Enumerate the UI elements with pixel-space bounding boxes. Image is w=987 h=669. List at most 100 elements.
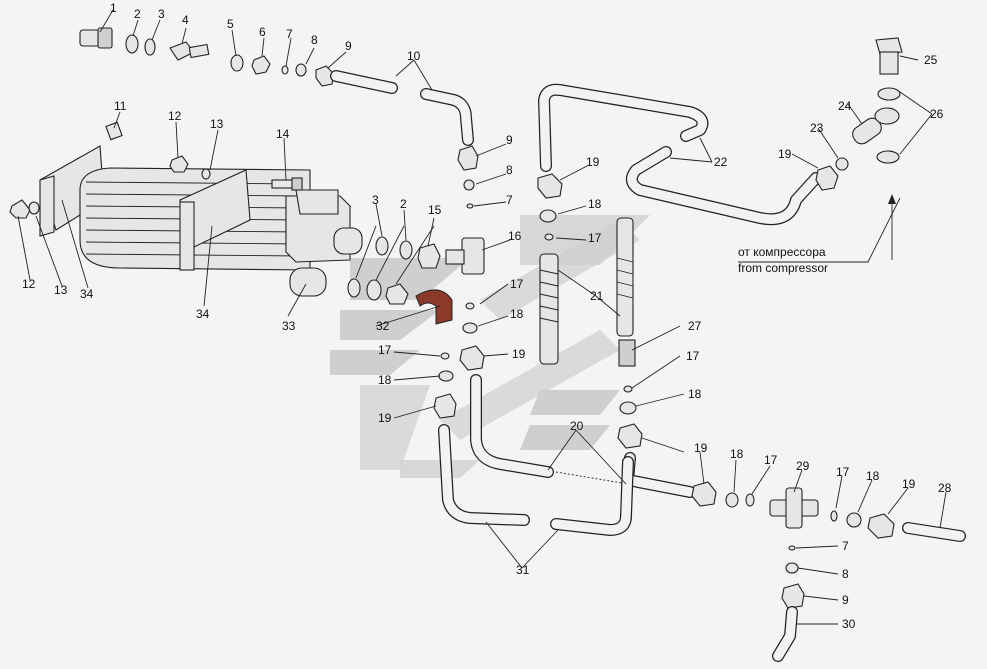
callout-18-left-b: 18 — [510, 307, 524, 321]
callout-18-bottom: 18 — [730, 447, 744, 461]
part-16-tee — [445, 237, 485, 275]
callout-5: 5 — [227, 17, 234, 31]
part-30-pipe — [772, 606, 798, 662]
callout-19-left: 19 — [378, 411, 392, 425]
part-19-nut-center — [537, 173, 563, 199]
part-7-ring-bottom — [788, 545, 796, 551]
part-10-pipe — [330, 70, 474, 146]
part-13-washer-top — [201, 168, 211, 180]
part-17-ring-right — [623, 385, 633, 393]
callout-8-b: 8 — [506, 163, 513, 177]
part-24-banjo — [852, 107, 900, 145]
part-2-ring-mid — [399, 240, 413, 260]
callout-4: 4 — [182, 13, 189, 27]
callout-14: 14 — [276, 127, 290, 141]
callout-26: 26 — [930, 107, 944, 121]
part-23-sleeve — [835, 157, 849, 171]
callout-3-mid: 3 — [372, 193, 379, 207]
callout-31: 31 — [516, 563, 530, 577]
part-7b-ring — [466, 203, 474, 209]
part-29-tee — [769, 487, 819, 529]
part-15-nut-b — [385, 283, 409, 305]
leader-lines — [17, 9, 947, 625]
part-19-nut-left-b — [459, 345, 485, 371]
callout-8-bottom: 8 — [842, 567, 849, 581]
callout-9-bottom: 9 — [842, 593, 849, 607]
part-19-nut-right — [617, 423, 643, 449]
callout-18-center: 18 — [588, 197, 602, 211]
part-26-washer-b — [876, 150, 900, 164]
part-8-sleeve-bottom — [785, 562, 799, 574]
part-12-nut-left — [9, 199, 31, 219]
callout-34-left: 34 — [80, 287, 94, 301]
callout-13-left: 13 — [54, 283, 68, 297]
part-4-bolt — [169, 41, 210, 61]
callout-7: 7 — [286, 27, 293, 41]
callout-17-right: 17 — [686, 349, 700, 363]
part-17-ring-left — [440, 352, 450, 360]
callout-12-top: 12 — [168, 109, 182, 123]
callout-17-center: 17 — [588, 231, 602, 245]
part-26-washer-a — [877, 87, 901, 101]
part-14-bolt — [271, 177, 303, 191]
callout-15: 15 — [428, 203, 442, 217]
callout-17-left-b: 17 — [510, 277, 524, 291]
part-22-pipe — [538, 83, 822, 226]
callout-6: 6 — [259, 25, 266, 39]
callout-18-right: 18 — [688, 387, 702, 401]
part-13-washer-left — [28, 201, 40, 215]
part-18-sleeve-left-b — [462, 322, 478, 334]
part-27-fitting — [618, 339, 636, 367]
part-9-nut-bottom — [781, 583, 805, 609]
part-18-sleeve-left — [438, 370, 454, 382]
callout-30: 30 — [842, 617, 856, 631]
callout-13-top: 13 — [210, 117, 224, 131]
part-19-nut-bottom — [691, 481, 717, 507]
callout-29: 29 — [796, 459, 810, 473]
callout-25: 25 — [924, 53, 938, 67]
part-34-bracket-right — [179, 169, 251, 271]
part-31-pipe — [438, 424, 634, 536]
callout-17-bottom: 17 — [764, 453, 778, 467]
callout-18-bottom-b: 18 — [866, 469, 880, 483]
callout-17-left: 17 — [378, 343, 392, 357]
callout-19-bottom: 19 — [694, 441, 708, 455]
callout-32: 32 — [376, 319, 390, 333]
callout-2: 2 — [134, 7, 141, 21]
part-3-ring-low — [347, 278, 361, 298]
callout-3: 3 — [158, 7, 165, 21]
part-17-ring-bottom-b — [830, 510, 838, 522]
compressor-arrow — [738, 194, 901, 263]
callout-21: 21 — [590, 289, 604, 303]
watermark-logo — [330, 215, 650, 478]
callout-19-left-b: 19 — [512, 347, 526, 361]
part-6-nut — [251, 55, 271, 75]
callout-19-center: 19 — [586, 155, 600, 169]
callout-28: 28 — [938, 481, 952, 495]
part-19-nut-bottom-b — [867, 513, 895, 539]
part-2-ring — [125, 34, 139, 54]
part-9-nut — [315, 65, 335, 87]
note-russian: от компрессора — [738, 245, 826, 259]
part-9b-nut — [457, 145, 479, 171]
callout-24: 24 — [838, 99, 852, 113]
callout-labels: 1 2 3 4 5 6 7 8 9 10 11 12 13 14 2 3 15 … — [22, 1, 952, 631]
callout-19-bottom-b: 19 — [902, 477, 916, 491]
part-12-nut-top — [169, 155, 189, 173]
dashed-connector — [555, 471, 629, 485]
callout-17-bottom-b: 17 — [836, 465, 850, 479]
part-17-ring-center — [544, 233, 554, 241]
callout-9: 9 — [345, 39, 352, 53]
part-7-ring — [281, 65, 289, 75]
part-18-sleeve-bottom-b — [846, 512, 862, 528]
callout-1: 1 — [110, 1, 117, 15]
callout-9-b: 9 — [506, 133, 513, 147]
callout-10: 10 — [407, 49, 421, 63]
callout-7-bottom: 7 — [842, 539, 849, 553]
callout-8: 8 — [311, 33, 318, 47]
part-3-ring-mid — [375, 236, 389, 256]
part-17-ring-left-b — [465, 302, 475, 310]
part-5-washer — [230, 54, 244, 72]
part-21-hose-a — [539, 253, 559, 365]
part-2-ring-low — [366, 279, 382, 301]
